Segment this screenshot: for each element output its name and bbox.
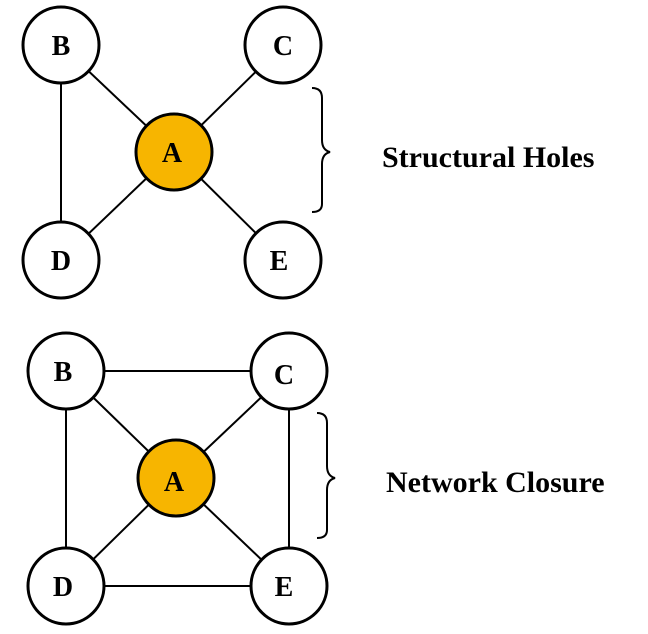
bottom-node-d-label: D <box>53 572 73 603</box>
top-node-a: A <box>134 112 214 192</box>
bottom-node-b: B <box>26 331 106 411</box>
bottom-node-c-circle <box>249 331 329 411</box>
top-node-e-circle <box>243 220 323 300</box>
bottom-node-e-label: E <box>275 572 294 603</box>
bottom-curly-bracket <box>316 412 336 539</box>
structural-holes-caption: Structural Holes <box>382 141 594 174</box>
top-node-e: E <box>243 220 323 300</box>
top-node-d: D <box>21 220 101 300</box>
top-node-b: B <box>21 5 101 85</box>
top-node-c-label: C <box>273 31 293 62</box>
bottom-node-c: C <box>249 331 329 411</box>
structural-holes-diagram: B C A D E Structural Holes <box>21 5 594 300</box>
bottom-node-a-circle <box>136 438 216 518</box>
top-curly-bracket <box>311 87 331 213</box>
top-node-d-circle <box>21 220 101 300</box>
bottom-node-c-label: C <box>274 360 294 391</box>
top-node-e-label: E <box>270 246 289 277</box>
network-closure-diagram: B C A D E Network Closure <box>26 331 605 626</box>
top-node-c-circle <box>243 5 323 85</box>
bottom-node-e: E <box>249 546 329 626</box>
bottom-node-d-circle <box>26 546 106 626</box>
bottom-node-d: D <box>26 546 106 626</box>
bottom-node-a: A <box>136 438 216 518</box>
bottom-node-b-label: B <box>54 357 73 388</box>
network-closure-caption: Network Closure <box>386 466 605 499</box>
top-node-a-label: A <box>162 138 183 169</box>
top-node-a-circle <box>134 112 214 192</box>
bottom-node-a-label: A <box>164 467 185 498</box>
top-node-b-label: B <box>52 31 71 62</box>
top-node-d-label: D <box>51 246 71 277</box>
bottom-node-b-circle <box>26 331 106 411</box>
top-node-c: C <box>243 5 323 85</box>
top-node-b-circle <box>21 5 101 85</box>
bottom-node-e-circle <box>249 546 329 626</box>
